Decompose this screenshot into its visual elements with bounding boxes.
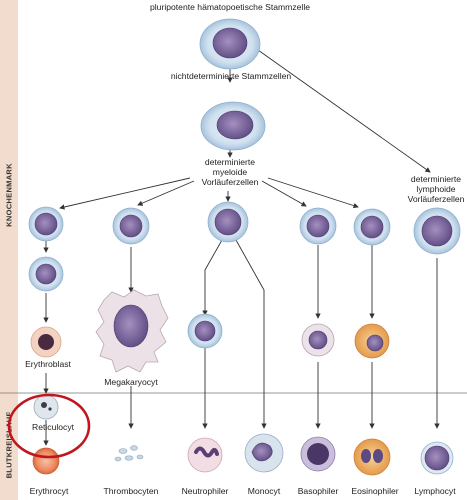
pluripotent-stem-cell [199,18,261,70]
neutrophil-cell [187,437,223,473]
megakaryocyte-label: Megakaryocyt [104,377,158,387]
megakaryocyte-progenitor-cell [112,207,150,245]
sidebar-bone-marrow [0,0,18,393]
lymphocyte-cell [420,441,454,475]
basophil-cell [300,436,336,472]
erythroblast-label: Erythroblast [25,359,71,369]
uncommitted-stem-cells-label: nichtdeterminierte Stammzellen [170,71,292,81]
lymphoid-progenitor-cell [413,207,461,255]
neutrophil-label: Neutrophiler [181,486,229,496]
uncommitted-stem-cell [200,101,266,151]
erythrocyte-label: Erythrocyt [29,486,69,496]
thrombocytes-label: Thrombocyten [103,486,159,496]
reticulocyte-highlight-circle [7,393,91,459]
eosinophil-precursor-cell [354,323,390,359]
erythrocyte-cell [32,447,60,475]
basophil-label: Basophiler [297,486,339,496]
reticulocyte-label: Reticulocyt [31,422,75,432]
eosinophil-label: Eosinophiler [351,486,399,496]
sidebar-bloodstream [0,393,18,500]
lymphoid-progenitors-label: determinierte lymphoide Vorläuferzellen [407,174,465,204]
erythroblast-cell [30,326,62,358]
myeloblast-cell [187,313,223,349]
thrombocytes-cells [114,445,144,462]
basophil-precursor-cell [301,323,335,357]
monocyte-cell [244,433,284,473]
proerythroblast-cell [28,256,64,292]
eosinophil-progenitor-cell [353,208,391,246]
eosinophil-cell [353,438,391,476]
lymphocyte-label: Lymphocyt [414,486,456,496]
reticulocyte-cell [33,394,59,420]
erythroid-progenitor-cell [28,206,64,242]
granulocyte-monocyte-progenitor-cell [207,201,249,243]
megakaryocyte-cell [95,289,169,373]
pluripotent-stem-cell-label: pluripotente hämatopoetische Stammzelle [149,2,311,12]
basophil-progenitor-cell [299,207,337,245]
myeloid-progenitors-label: determinierte myeloide Vorläuferzellen [201,157,259,187]
monocyte-label: Monocyt [247,486,281,496]
